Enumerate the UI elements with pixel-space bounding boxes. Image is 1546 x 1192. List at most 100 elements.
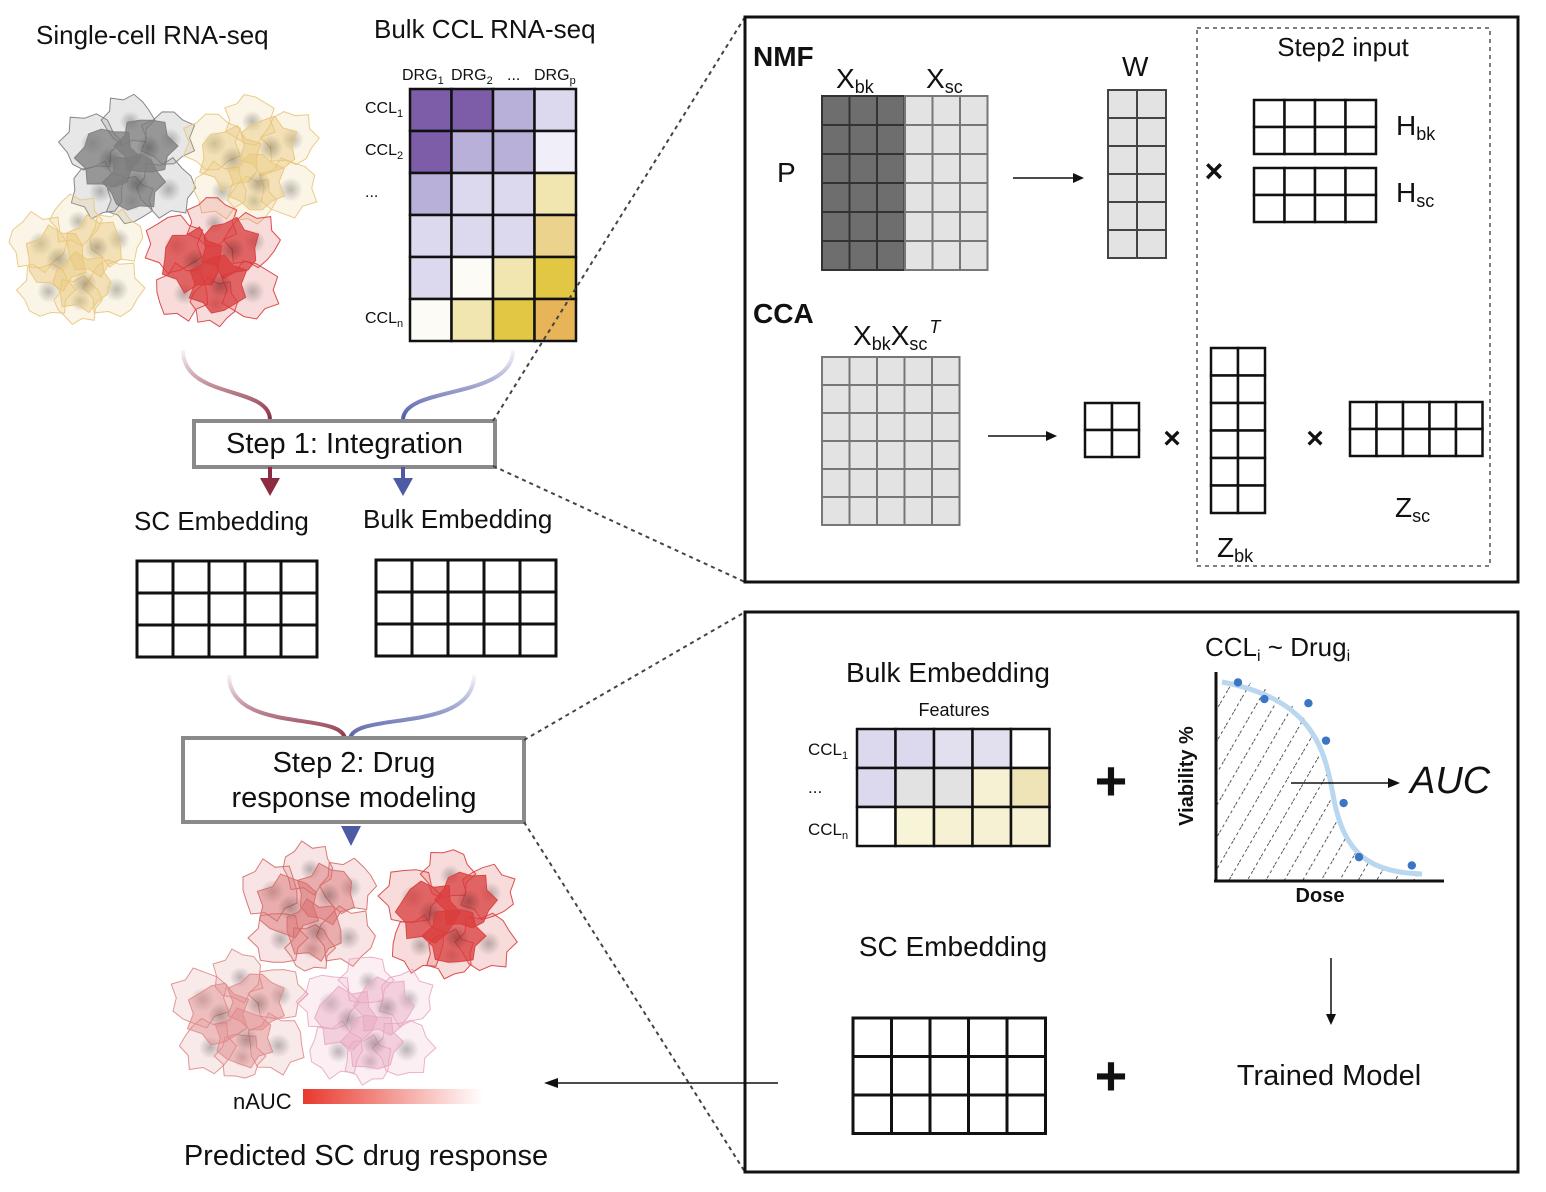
dose-response-point <box>1321 736 1331 745</box>
cca-label: CCA <box>753 298 814 329</box>
cca-input-cell <box>903 412 933 442</box>
bulk-embedding-cell <box>482 590 522 626</box>
heatmap-cell <box>491 297 536 343</box>
w-cell <box>1107 117 1138 147</box>
light-red-cell-cluster <box>170 948 309 1079</box>
foreground-cell <box>226 153 286 211</box>
sc-embedding-cell <box>207 591 247 627</box>
light-pink-cell-cluster <box>295 956 437 1086</box>
nmf-input-matrix <box>821 95 989 271</box>
drug-header-1-sub: 1 <box>438 75 444 87</box>
xbk-cell <box>821 182 851 213</box>
plus-symbol-bottom: + <box>1095 1044 1128 1107</box>
modeling-sc-embedding-cell <box>890 1016 932 1058</box>
feature-row-label-1-base: CCL <box>808 740 842 759</box>
dose-response-point <box>1233 678 1243 687</box>
foreground-cell <box>52 250 112 314</box>
bulk-embedding-cell <box>518 558 558 594</box>
xsc-cell <box>931 182 961 213</box>
modeling-panel <box>743 610 1520 1174</box>
hbk-cell <box>1283 98 1317 129</box>
zbk-cell <box>1236 429 1267 460</box>
foreground-cell-nucleus <box>335 1006 362 1033</box>
bulk-embedding-cell <box>446 622 486 658</box>
bulk-embedding-cell <box>482 622 522 658</box>
feature-row-label-3-sub: n <box>842 830 848 842</box>
hbk-cell <box>1344 125 1378 156</box>
heatmap-cell <box>491 171 536 217</box>
foreground-cell-nucleus <box>234 1027 259 1052</box>
foreground-cell <box>101 153 167 211</box>
bulk-embedding-label: Bulk Embedding <box>363 504 552 534</box>
dose-response-point <box>1260 694 1269 704</box>
zsc-cell <box>1348 400 1378 431</box>
cca-input-cell <box>848 468 878 498</box>
bulk-embedding-cell <box>410 590 450 626</box>
xbk-cell <box>821 153 851 184</box>
ccl-row-label-2: CCL2 <box>365 142 403 162</box>
modeling-sc-embedding-cell <box>967 1093 1009 1135</box>
background-cell-nucleus <box>318 991 343 1016</box>
hsc-cell <box>1283 193 1317 224</box>
xsc-cell <box>959 182 989 213</box>
hbk-cell <box>1252 125 1286 156</box>
cca-input-cell <box>848 496 878 526</box>
background-cell-nucleus <box>339 876 362 899</box>
cca-input-cell <box>876 468 906 498</box>
sc-embedding-cell <box>171 623 211 659</box>
xsc-cell <box>904 182 934 213</box>
bulk-embedding-cell <box>518 622 558 658</box>
p-label: P <box>777 157 796 188</box>
xbk-cell <box>876 211 906 242</box>
foreground-cell <box>296 862 356 926</box>
heatmap-cell <box>450 213 495 259</box>
feature-cell <box>971 805 1013 848</box>
ccl-row-label-6: CCLn <box>365 310 403 330</box>
xsc-cell <box>904 124 934 155</box>
xbk-cell <box>876 124 906 155</box>
cca-input-matrix <box>821 356 961 526</box>
trained-model-arrowhead <box>1326 1014 1336 1025</box>
zbk-cell <box>1209 456 1240 487</box>
zsc-cell <box>1401 427 1431 458</box>
cca-input-cell <box>821 440 851 470</box>
w-cell <box>1136 201 1167 231</box>
xbk-cell <box>821 211 851 242</box>
zbk-cell <box>1209 484 1240 515</box>
bulk-embedding-cell <box>374 558 414 594</box>
background-cell-nucleus <box>241 110 263 133</box>
ccl-row-label-2-sub: 2 <box>397 150 403 162</box>
drug-header-2: DRG2 <box>451 67 493 87</box>
foreground-cell-nucleus <box>456 889 481 914</box>
sc-embedding-cell <box>207 623 247 659</box>
xsc-label: Xsc <box>926 63 963 97</box>
drug-header-3-base: ... <box>507 67 520 84</box>
cca-input-cell <box>848 384 878 414</box>
background-cell-nucleus <box>269 984 292 1007</box>
background-cell-nucleus <box>394 1037 419 1062</box>
cca-input-cell <box>876 384 906 414</box>
xsc-cell <box>931 211 961 242</box>
background-cell-nucleus <box>232 1047 252 1068</box>
hsc-cell <box>1344 193 1378 224</box>
heatmap-cell <box>450 87 495 133</box>
dose-response-point <box>1407 861 1417 870</box>
bulk-embedding-grid <box>374 558 558 658</box>
sc-embedding-matrix <box>851 1016 1047 1135</box>
cca-input-cell <box>903 440 933 470</box>
sc-down-arrowhead <box>260 478 280 496</box>
w-cell <box>1136 89 1167 119</box>
foreground-cell-nucleus <box>444 925 469 950</box>
nauc-label: nAUC <box>233 1089 292 1114</box>
modeling-sc-embedding-cell <box>851 1093 893 1135</box>
drug-header-4: DRGp <box>534 67 576 87</box>
bulk-down-arrowhead <box>393 478 413 496</box>
modeling-sc-embedding-cell <box>928 1093 970 1135</box>
foreground-cell-nucleus <box>208 273 233 298</box>
foreground-cell-nucleus <box>304 919 329 944</box>
cca-input-cell <box>931 496 961 526</box>
modeling-sc-embedding-cell <box>1005 1093 1047 1135</box>
xbk-cell <box>848 95 878 126</box>
